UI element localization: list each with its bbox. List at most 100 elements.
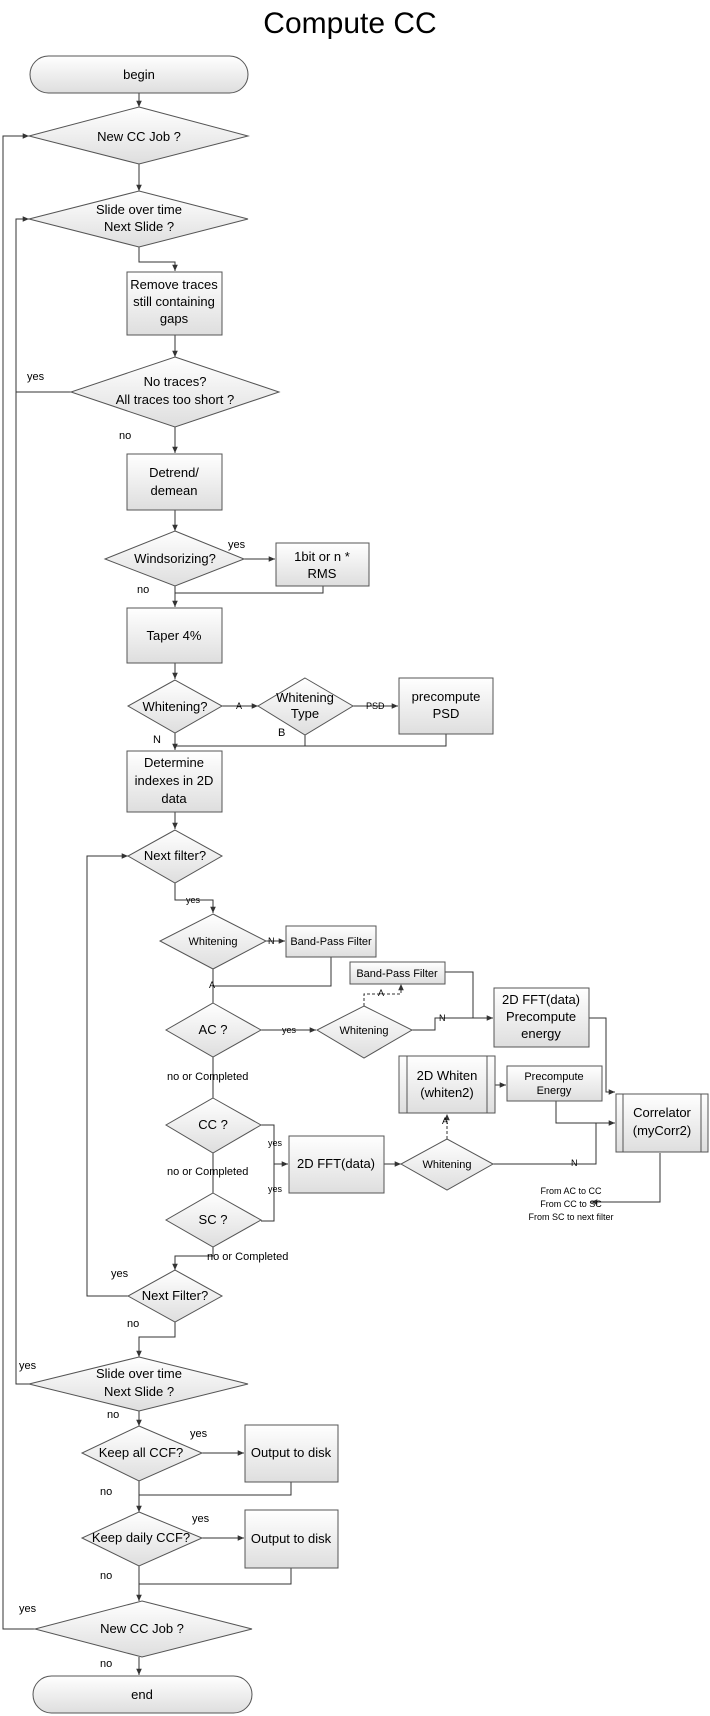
label-b-type: B	[278, 727, 285, 739]
terminal-shape	[32, 1675, 253, 1714]
node-fft-precompute-line2: Precompute	[506, 1009, 576, 1024]
node-whitening-type-line1: Whitening	[276, 690, 334, 705]
node-taper: Taper 4%	[126, 607, 223, 664]
node-onebit: 1bit or n * RMS	[275, 542, 370, 587]
decision-shape	[399, 1138, 495, 1191]
node-output-1-label: Output to disk	[251, 1445, 332, 1460]
label-yes-new-job-2: yes	[19, 1603, 37, 1615]
process-shape	[244, 1424, 339, 1483]
edge-bandpass1-merge	[213, 957, 332, 987]
edge-cc-fftdata	[261, 1124, 288, 1167]
node-bandpass-2: Band-Pass Filter	[349, 961, 446, 985]
label-yes-windsor: yes	[228, 539, 246, 551]
label-yes-slide-2: yes	[19, 1360, 37, 1372]
node-whitening-c-label: Whitening	[423, 1159, 472, 1171]
node-slide-1-line2: Next Slide ?	[104, 219, 174, 234]
node-remove-traces: Remove traces still containing gaps	[126, 271, 223, 336]
node-whiten2: 2D Whiten (whiten2)	[398, 1055, 496, 1114]
label-n-whitening-a: N	[268, 936, 275, 946]
process-shape	[126, 453, 223, 511]
node-correlator: Correlator (myCorr2)	[615, 1093, 709, 1153]
subprocess-shape	[615, 1093, 709, 1153]
label-n-whitening-b: N	[439, 1013, 446, 1023]
node-end-label: end	[131, 1687, 153, 1702]
node-fft-precompute: 2D FFT(data) Precompute energy	[493, 987, 590, 1048]
node-new-cc-job-1: New CC Job ?	[27, 106, 250, 165]
label-n-whitening-c: N	[571, 1158, 578, 1168]
decision-shape	[28, 1356, 249, 1412]
node-no-traces-line1: No traces?	[144, 374, 207, 389]
decision-shape	[164, 1002, 263, 1058]
node-correlator-line1: Correlator	[633, 1105, 691, 1120]
decision-shape	[27, 106, 250, 165]
node-windsorizing: Windsorizing?	[103, 530, 246, 587]
node-output-2: Output to disk	[244, 1509, 339, 1569]
label-no-no-traces: no	[119, 430, 131, 442]
decision-shape	[126, 829, 224, 884]
node-sc: SC ?	[164, 1192, 263, 1248]
node-remove-traces-line1: Remove traces	[130, 277, 218, 292]
edge-slide-remove	[138, 247, 178, 271]
label-no-keep-all: no	[100, 1486, 112, 1498]
edge-whiteningc-correlator	[493, 1123, 597, 1165]
edge-newjob2-loop	[2, 133, 35, 1630]
node-bandpass-1-label: Band-Pass Filter	[290, 936, 372, 948]
node-detrend: Detrend/ demean	[126, 453, 223, 511]
node-keep-all-label: Keep all CCF?	[99, 1445, 184, 1460]
node-next-filter-1-label: Next filter?	[144, 848, 206, 863]
node-fft-data: 2D FFT(data)	[288, 1135, 385, 1194]
decision-shape	[33, 1600, 253, 1658]
note-line-1: From AC to CC	[540, 1186, 602, 1196]
label-no-windsor: no	[137, 584, 149, 596]
node-cc: CC ?	[165, 1097, 263, 1154]
node-precompute-energy: Precompute Energy	[506, 1065, 603, 1102]
node-whitening-type-line2: Type	[291, 706, 319, 721]
node-precompute-energy-line1: Precompute	[524, 1071, 583, 1083]
node-whitening-type: Whitening Type	[257, 677, 354, 736]
node-fft-data-label: 2D FFT(data)	[297, 1156, 375, 1171]
node-detrend-line2: demean	[151, 483, 198, 498]
node-no-traces-line2: All traces too short ?	[116, 392, 235, 407]
node-bandpass-2-label: Band-Pass Filter	[356, 968, 438, 980]
node-correlator-line2: (myCorr2)	[633, 1123, 692, 1138]
node-determine-line1: Determine	[144, 755, 204, 770]
node-no-traces: No traces? All traces too short ?	[69, 356, 281, 428]
label-no-keep-daily: no	[100, 1570, 112, 1582]
edge-correlator-note	[591, 1153, 661, 1205]
node-whiten2-line2: (whiten2)	[420, 1085, 473, 1100]
process-shape	[126, 271, 223, 336]
edge-bandpass2-fft	[445, 971, 474, 1018]
edge-labels: yes no yes no A PSD B N yes N A yes A N …	[19, 371, 578, 1670]
label-yes-next-filter-2: yes	[111, 1268, 129, 1280]
label-no-or-completed-cc: no or Completed	[167, 1166, 248, 1178]
edge-psd-merge	[305, 734, 447, 747]
decision-shape	[158, 913, 268, 970]
node-whitening-a: Whitening	[158, 913, 268, 970]
node-new-cc-job-1-label: New CC Job ?	[97, 129, 181, 144]
process-shape	[244, 1509, 339, 1569]
edge-nextfilter2-loop	[86, 853, 128, 1297]
process-shape	[349, 961, 446, 985]
node-whitening-c: Whitening	[399, 1138, 495, 1191]
node-new-cc-job-2-label: New CC Job ?	[100, 1621, 184, 1636]
node-windsorizing-label: Windsorizing?	[134, 551, 216, 566]
flow-note: From AC to CC From CC to SC From SC to n…	[528, 1186, 613, 1222]
node-precompute-psd-line2: PSD	[433, 706, 460, 721]
decision-shape	[126, 1269, 224, 1323]
edge-slide2-loop	[15, 219, 29, 1385]
subprocess-shape	[398, 1055, 496, 1114]
decision-shape	[28, 190, 249, 248]
edge-onebit-merge	[175, 586, 324, 594]
process-shape	[275, 542, 370, 587]
node-remove-traces-line2: still containing	[133, 294, 215, 309]
node-end: end	[32, 1675, 253, 1714]
node-whitening-b: Whitening	[315, 1005, 414, 1059]
node-precompute-energy-line2: Energy	[537, 1085, 572, 1097]
node-ac: AC ?	[164, 1002, 263, 1058]
process-shape	[398, 677, 494, 735]
node-output-1: Output to disk	[244, 1424, 339, 1483]
node-next-filter-2-label: Next Filter?	[142, 1288, 208, 1303]
edges	[2, 93, 661, 1675]
edge-nextfilter-whitening	[174, 883, 216, 913]
